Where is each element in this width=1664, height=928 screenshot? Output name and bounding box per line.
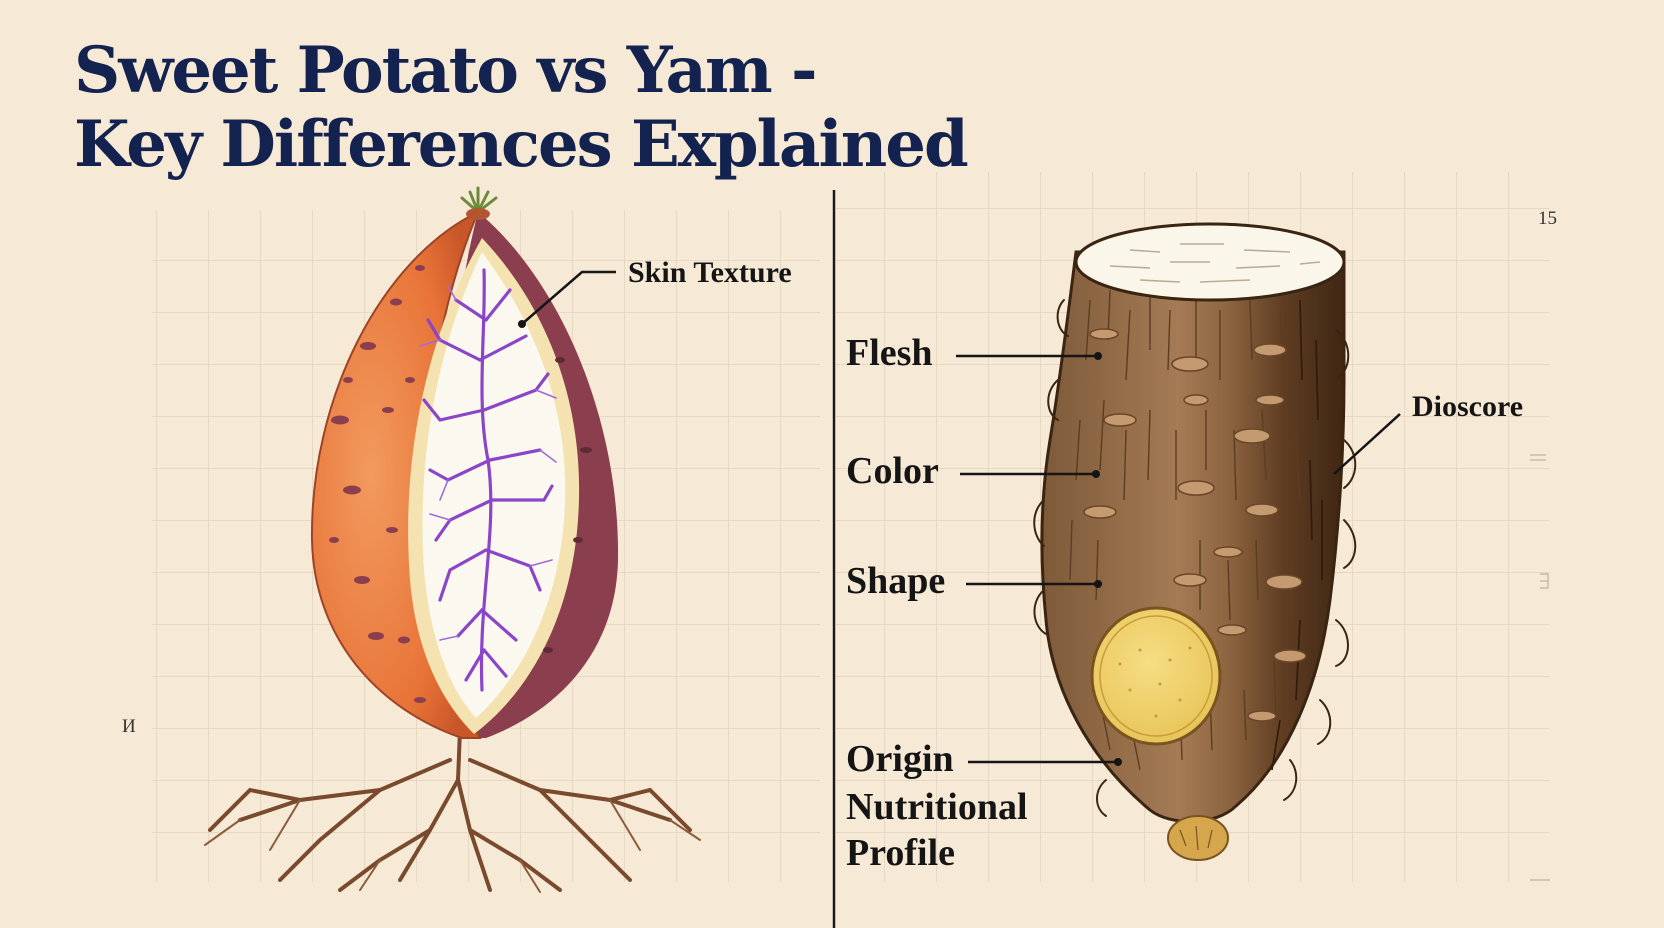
skin-texture-leader [521,270,616,325]
page-title: Sweet Potato vs Yam - Key Differences Ex… [74,33,969,182]
yam-hair-roots [1033,299,1357,817]
yam-illustration [1033,222,1357,861]
yam-leader-lines [956,354,1401,764]
label-origin: Origin [846,738,954,780]
title-line-2: Key Differences Explained [74,107,969,182]
label-skin-texture: Skin Texture [628,256,792,289]
label-shape: Shape [846,560,946,602]
label-color: Color [846,450,939,492]
sweet-potato-illustration [204,186,701,893]
title-line-1: Sweet Potato vs Yam - [74,33,817,108]
yam-bumps [1083,328,1307,722]
yam-tip [1167,815,1229,861]
yam-flesh-section [1090,606,1222,746]
label-dioscore: Dioscore [1412,390,1524,423]
dioscore-leader [1333,413,1401,475]
sweet-potato-flesh [422,252,566,718]
label-profile: Profile [846,832,956,874]
marginal-mark-right: 15 [1538,208,1557,229]
label-nutritional: Nutritional [846,786,1028,828]
sweet-potato-spots [329,265,426,703]
yam-bark-texture [1069,289,1301,771]
label-flesh: Flesh [846,332,933,374]
marginal-mark-left: И [122,716,136,737]
